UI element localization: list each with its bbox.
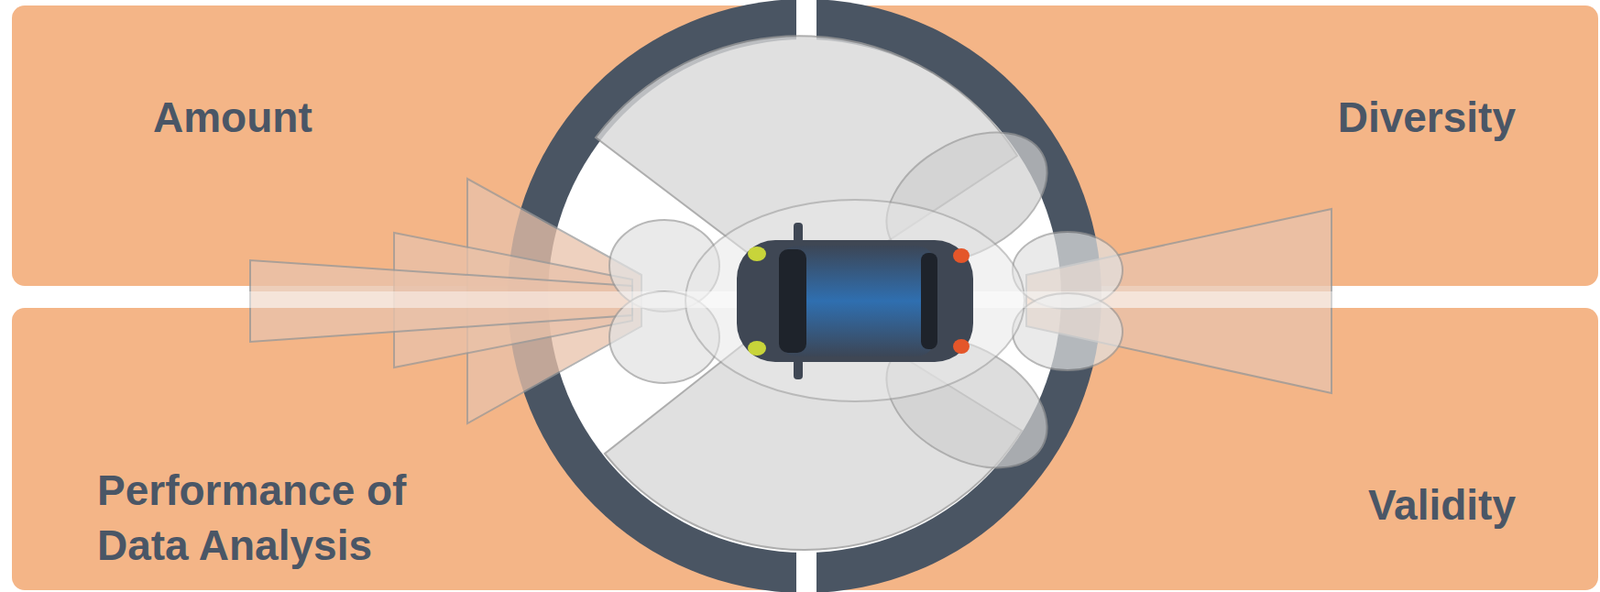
car-mirror: [793, 222, 803, 243]
car-headlight: [747, 340, 767, 356]
car-roof: [778, 245, 935, 357]
car-headlight: [747, 246, 767, 262]
car-windshield: [778, 249, 807, 353]
car-taillight: [953, 339, 970, 354]
car-mirror: [793, 359, 803, 380]
car-body: [736, 240, 974, 362]
quadrant-label: Performance of Data Analysis: [97, 462, 464, 573]
car-taillight: [953, 248, 970, 264]
car-rear-window: [920, 252, 938, 350]
quadrant-label: Validity: [1368, 477, 1516, 533]
ring-gap: [796, 547, 817, 592]
quadrant-label: Amount: [153, 89, 313, 145]
quadrant-label: Diversity: [1337, 89, 1516, 145]
